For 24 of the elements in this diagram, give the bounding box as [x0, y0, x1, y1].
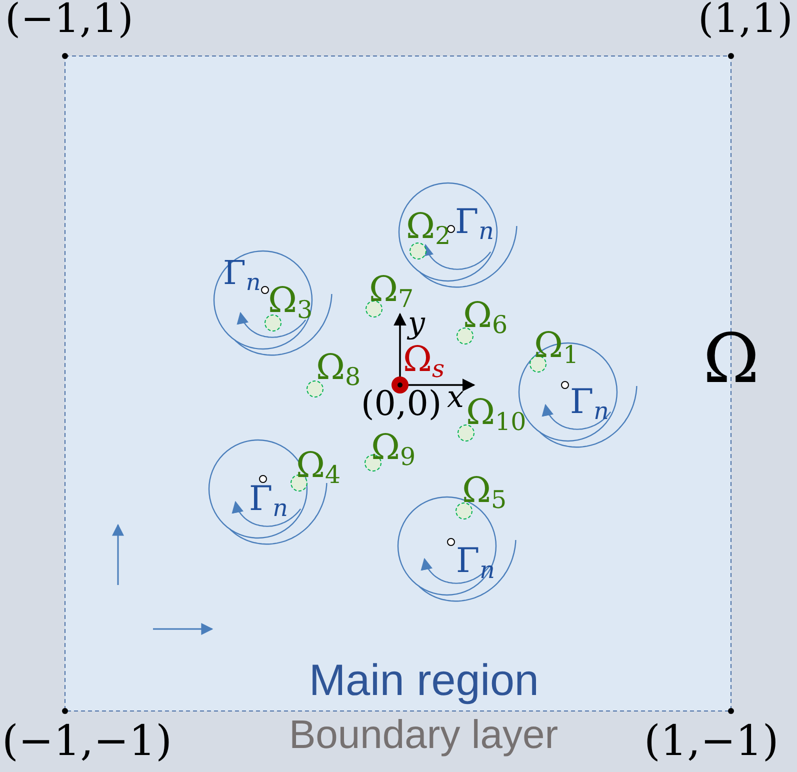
corner-coordinate: (−1,−1) — [2, 719, 172, 764]
subdomain-label: Ω$_{9}$ — [371, 430, 416, 466]
origin-label: (0,0) — [361, 387, 442, 424]
subdomain-label: Ω$_{10}$ — [466, 394, 526, 432]
region-label: Main region — [309, 658, 539, 704]
vortex-label: Γ$_{n}$ — [223, 256, 261, 291]
subdomain-label: Ω$_{8}$ — [316, 350, 361, 386]
vortex-label: Γ$_{n}$ — [249, 482, 288, 518]
axis-label: x — [447, 382, 464, 414]
subdomain-label: Ω$_{5}$ — [462, 472, 507, 510]
vortex-label: Γ$_{n}$ — [570, 385, 609, 422]
subdomain-label: Ω$_{3}$ — [268, 282, 313, 320]
source-label: Ω$_{s}$ — [403, 342, 445, 378]
vortex-label: Γ$_{n}$ — [455, 205, 494, 242]
subdomain-label: Ω$_{7}$ — [369, 272, 414, 308]
boundary-layer-label: Boundary layer — [289, 714, 558, 756]
domain-label: Ω — [703, 324, 760, 396]
corner-coordinate: (1,−1) — [644, 719, 779, 764]
subdomain-label: Ω$_{6}$ — [463, 298, 508, 334]
corner-coordinate: (−1,1) — [5, 0, 134, 40]
subdomain-label: Ω$_{4}$ — [296, 448, 341, 484]
subdomain-label: Ω$_{2}$ — [406, 208, 451, 246]
axis-label: y — [408, 308, 425, 340]
corner-coordinate: (1,1) — [698, 0, 793, 40]
